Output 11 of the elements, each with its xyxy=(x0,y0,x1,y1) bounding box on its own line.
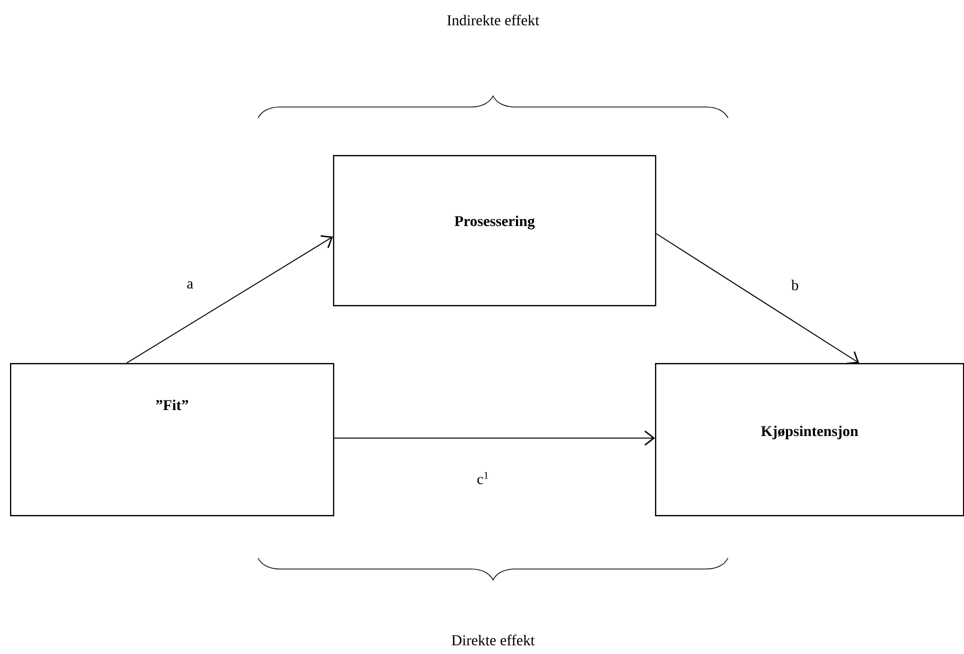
edge-label: c$^{1}$ xyxy=(476,470,490,486)
arrow xyxy=(656,233,860,364)
box: Prosessering xyxy=(333,155,656,306)
direct-effect-label: Direkte effekt xyxy=(452,634,535,646)
box: Kjøpsintensjon xyxy=(655,363,964,516)
edge-label: b xyxy=(790,278,800,292)
arrow xyxy=(126,235,333,364)
indirect-effect-label: Indirekte effekt xyxy=(447,14,540,26)
arrow xyxy=(334,430,655,446)
box: ”Fit” xyxy=(10,363,334,516)
edge-label: a xyxy=(186,280,194,290)
